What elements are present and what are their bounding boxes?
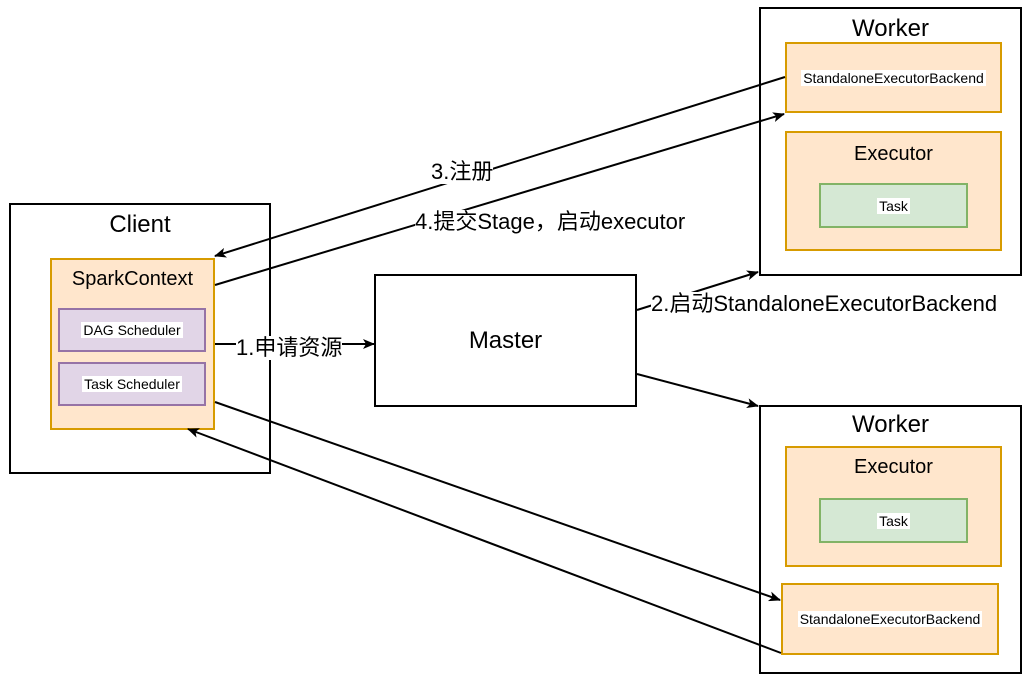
dag-scheduler-label: DAG Scheduler xyxy=(81,322,183,338)
task-scheduler-label: Task Scheduler xyxy=(82,376,182,392)
worker-bottom-backend-box: StandaloneExecutorBackend xyxy=(781,583,999,655)
worker-bottom-backend-label: StandaloneExecutorBackend xyxy=(797,611,983,627)
worker-top-task-label: Task xyxy=(877,197,910,214)
worker-bottom-task-label: Task xyxy=(877,512,910,529)
master-title: Master xyxy=(468,326,543,354)
worker-top-backend-label: StandaloneExecutorBackend xyxy=(801,69,986,86)
worker-bottom-task-box: Task xyxy=(819,498,968,543)
worker-top-title: Worker xyxy=(852,15,929,42)
dag-scheduler-box: DAG Scheduler xyxy=(58,308,206,352)
edge-register-top xyxy=(214,76,786,258)
client-title: Client xyxy=(109,211,171,238)
label-start-backend: 2.启动StandaloneExecutorBackend xyxy=(651,291,998,316)
edge-submit-stage-bottom xyxy=(214,401,781,602)
edge-submit-stage-top xyxy=(214,112,785,286)
task-scheduler-box: Task Scheduler xyxy=(58,362,206,406)
edge-start-backend-bottom xyxy=(636,373,759,409)
worker-top-backend-box: StandaloneExecutorBackend xyxy=(785,42,1002,113)
worker-top-executor-title: Executor xyxy=(854,143,933,165)
worker-bottom-title: Worker xyxy=(852,411,929,438)
spark-context-title: SparkContext xyxy=(71,268,194,290)
label-request-resources: 1.申请资源 xyxy=(236,335,343,360)
worker-top-task-box: Task xyxy=(819,183,968,228)
label-register: 3.注册 xyxy=(431,159,494,184)
worker-bottom-executor-title: Executor xyxy=(854,456,933,478)
master-box: Master xyxy=(374,274,637,407)
label-submit-stage: 4.提交Stage，启动executor xyxy=(415,209,686,234)
edge-register-bottom xyxy=(187,428,782,654)
